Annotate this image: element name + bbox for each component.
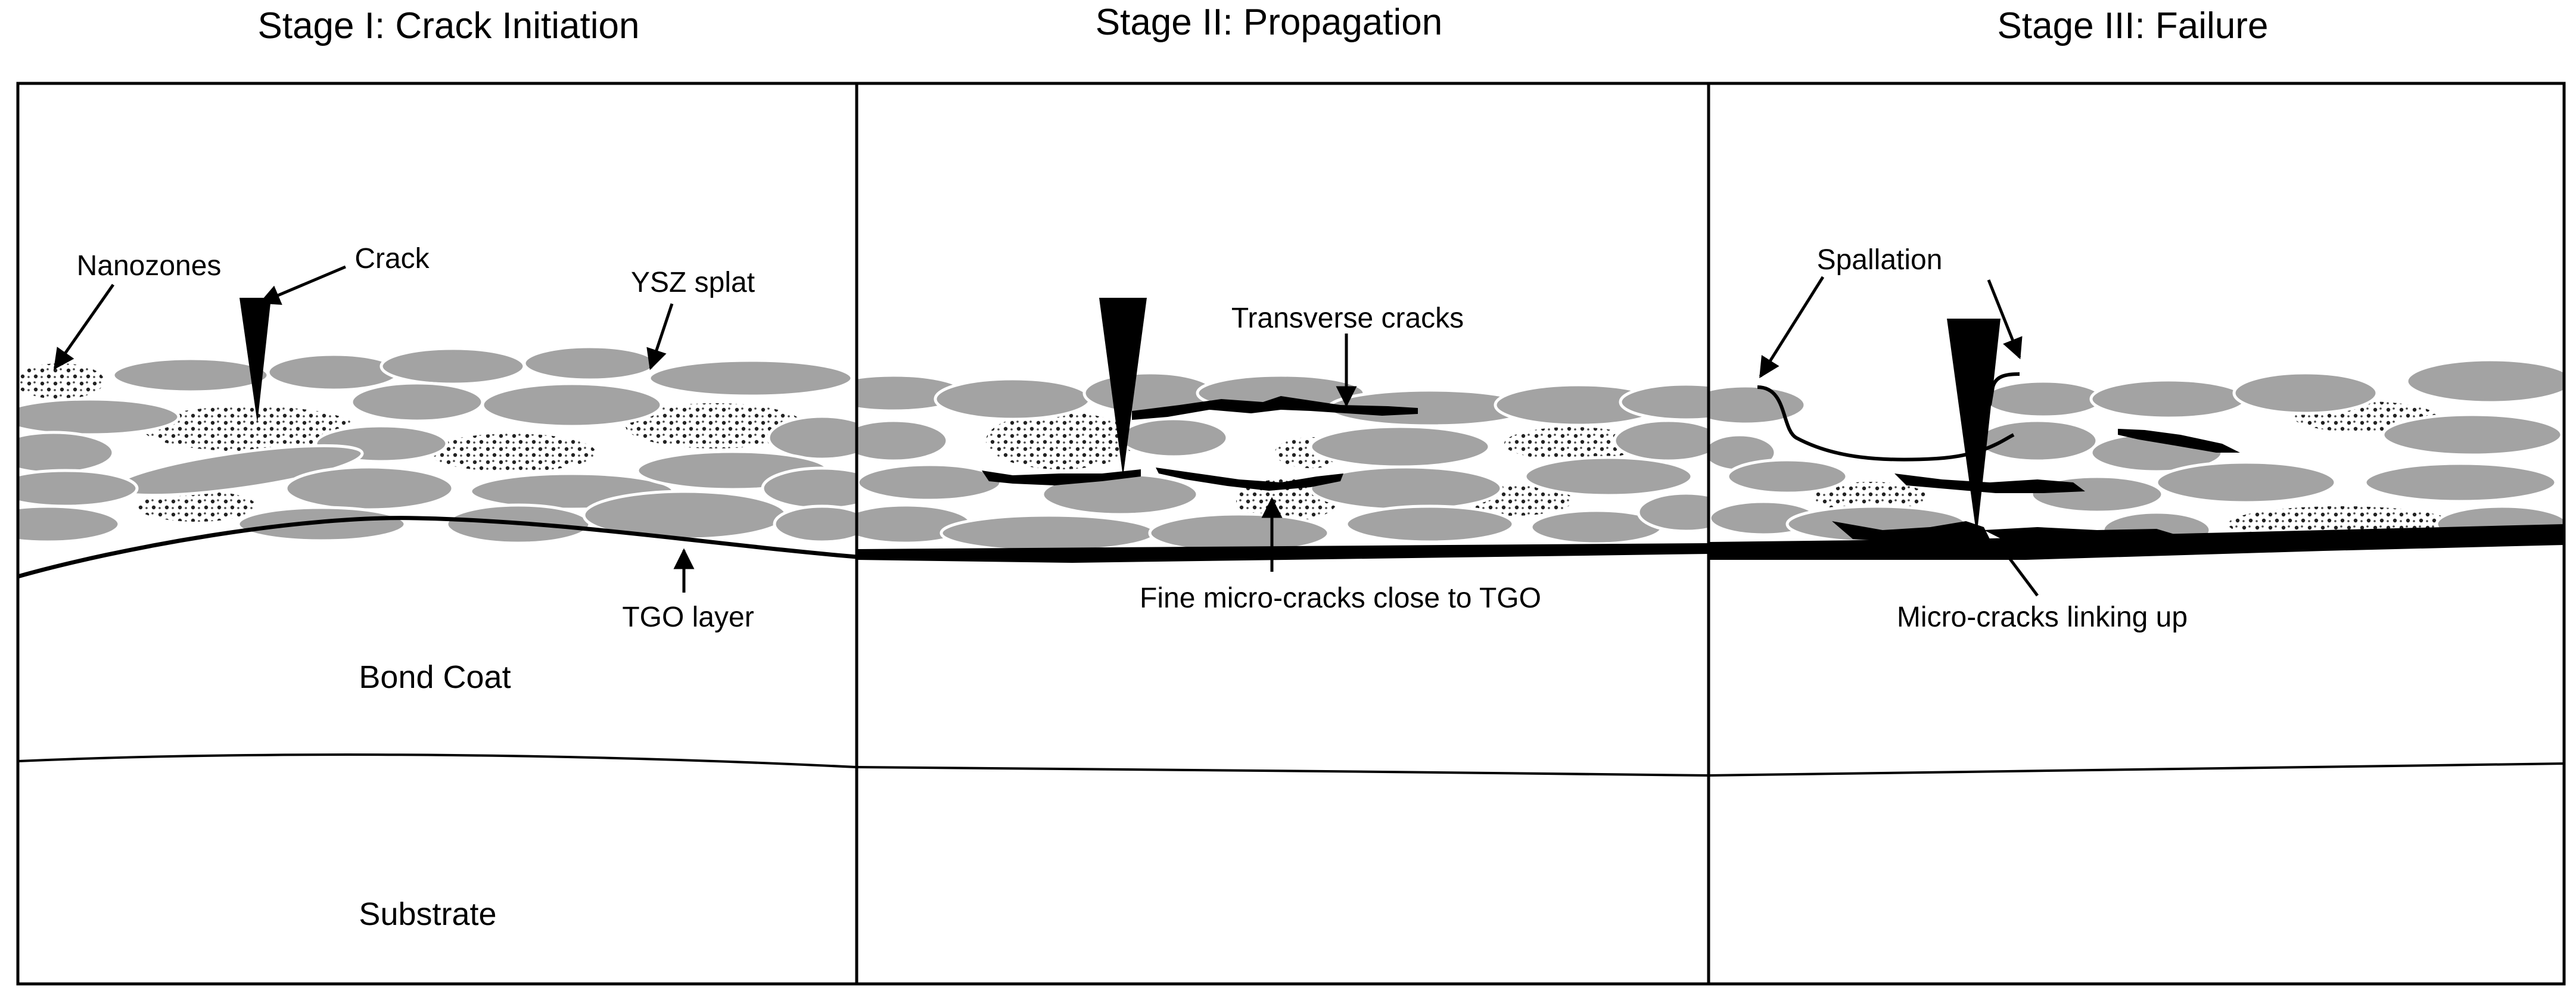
fine-microcracks-label: Fine micro-cracks close to TGO xyxy=(1140,582,1541,614)
tgo-layer-label: TGO layer xyxy=(622,602,754,633)
annotations xyxy=(53,265,2039,597)
microcracks-linking-line xyxy=(2001,547,2039,597)
diagram-frame xyxy=(16,82,2566,986)
tgo-layer-thick xyxy=(857,543,1709,563)
substrate-label: Substrate xyxy=(359,896,496,932)
microcracks-linking-label: Micro-cracks linking up xyxy=(1897,602,2188,633)
micro-crack xyxy=(1156,468,1343,491)
micro-crack xyxy=(1894,473,2085,493)
ysz-splat-arrow xyxy=(646,303,674,370)
tgo-layer-line xyxy=(18,516,857,579)
stage-title-3: Stage III: Failure xyxy=(1998,5,2269,46)
crack-wedge xyxy=(239,298,271,423)
transverse-crack xyxy=(1132,396,1418,420)
crack-wedge xyxy=(1947,319,2001,536)
micro-crack xyxy=(1984,527,2180,541)
spallation-label: Spallation xyxy=(1817,244,1943,276)
ysz-splats xyxy=(18,345,857,545)
nanozones-label: Nanozones xyxy=(77,250,222,282)
ysz-splat-label: YSZ splat xyxy=(631,267,755,298)
bond-substrate-boundary xyxy=(18,753,857,768)
stage-title-1: Stage I: Crack Initiation xyxy=(258,5,640,46)
micro-crack xyxy=(2118,429,2240,453)
micro-crack xyxy=(982,469,1141,485)
stage-3-panel xyxy=(1709,319,2564,777)
ysz-splats xyxy=(1709,358,2564,550)
crack-wedge xyxy=(1099,298,1147,476)
nanozones-arrow xyxy=(53,283,115,370)
crack-label: Crack xyxy=(354,243,430,275)
crack-arrow xyxy=(259,265,346,305)
micro-crack xyxy=(1832,521,1990,542)
spallation-arrow-right xyxy=(1987,279,2023,360)
bond-substrate-boundary xyxy=(1709,762,2564,777)
spallation-arrow-left xyxy=(1759,276,1825,378)
transverse-cracks-label: Transverse cracks xyxy=(1231,303,1464,334)
stage-title-2: Stage II: Propagation xyxy=(1096,2,1443,43)
tgo-layer-thick xyxy=(1709,524,2564,560)
nanozone-group xyxy=(18,363,804,522)
bond-coat-label: Bond Coat xyxy=(359,659,511,695)
stage-1-panel xyxy=(18,298,857,768)
bond-substrate-boundary xyxy=(856,766,1709,777)
stage-2-panel xyxy=(857,298,1709,563)
